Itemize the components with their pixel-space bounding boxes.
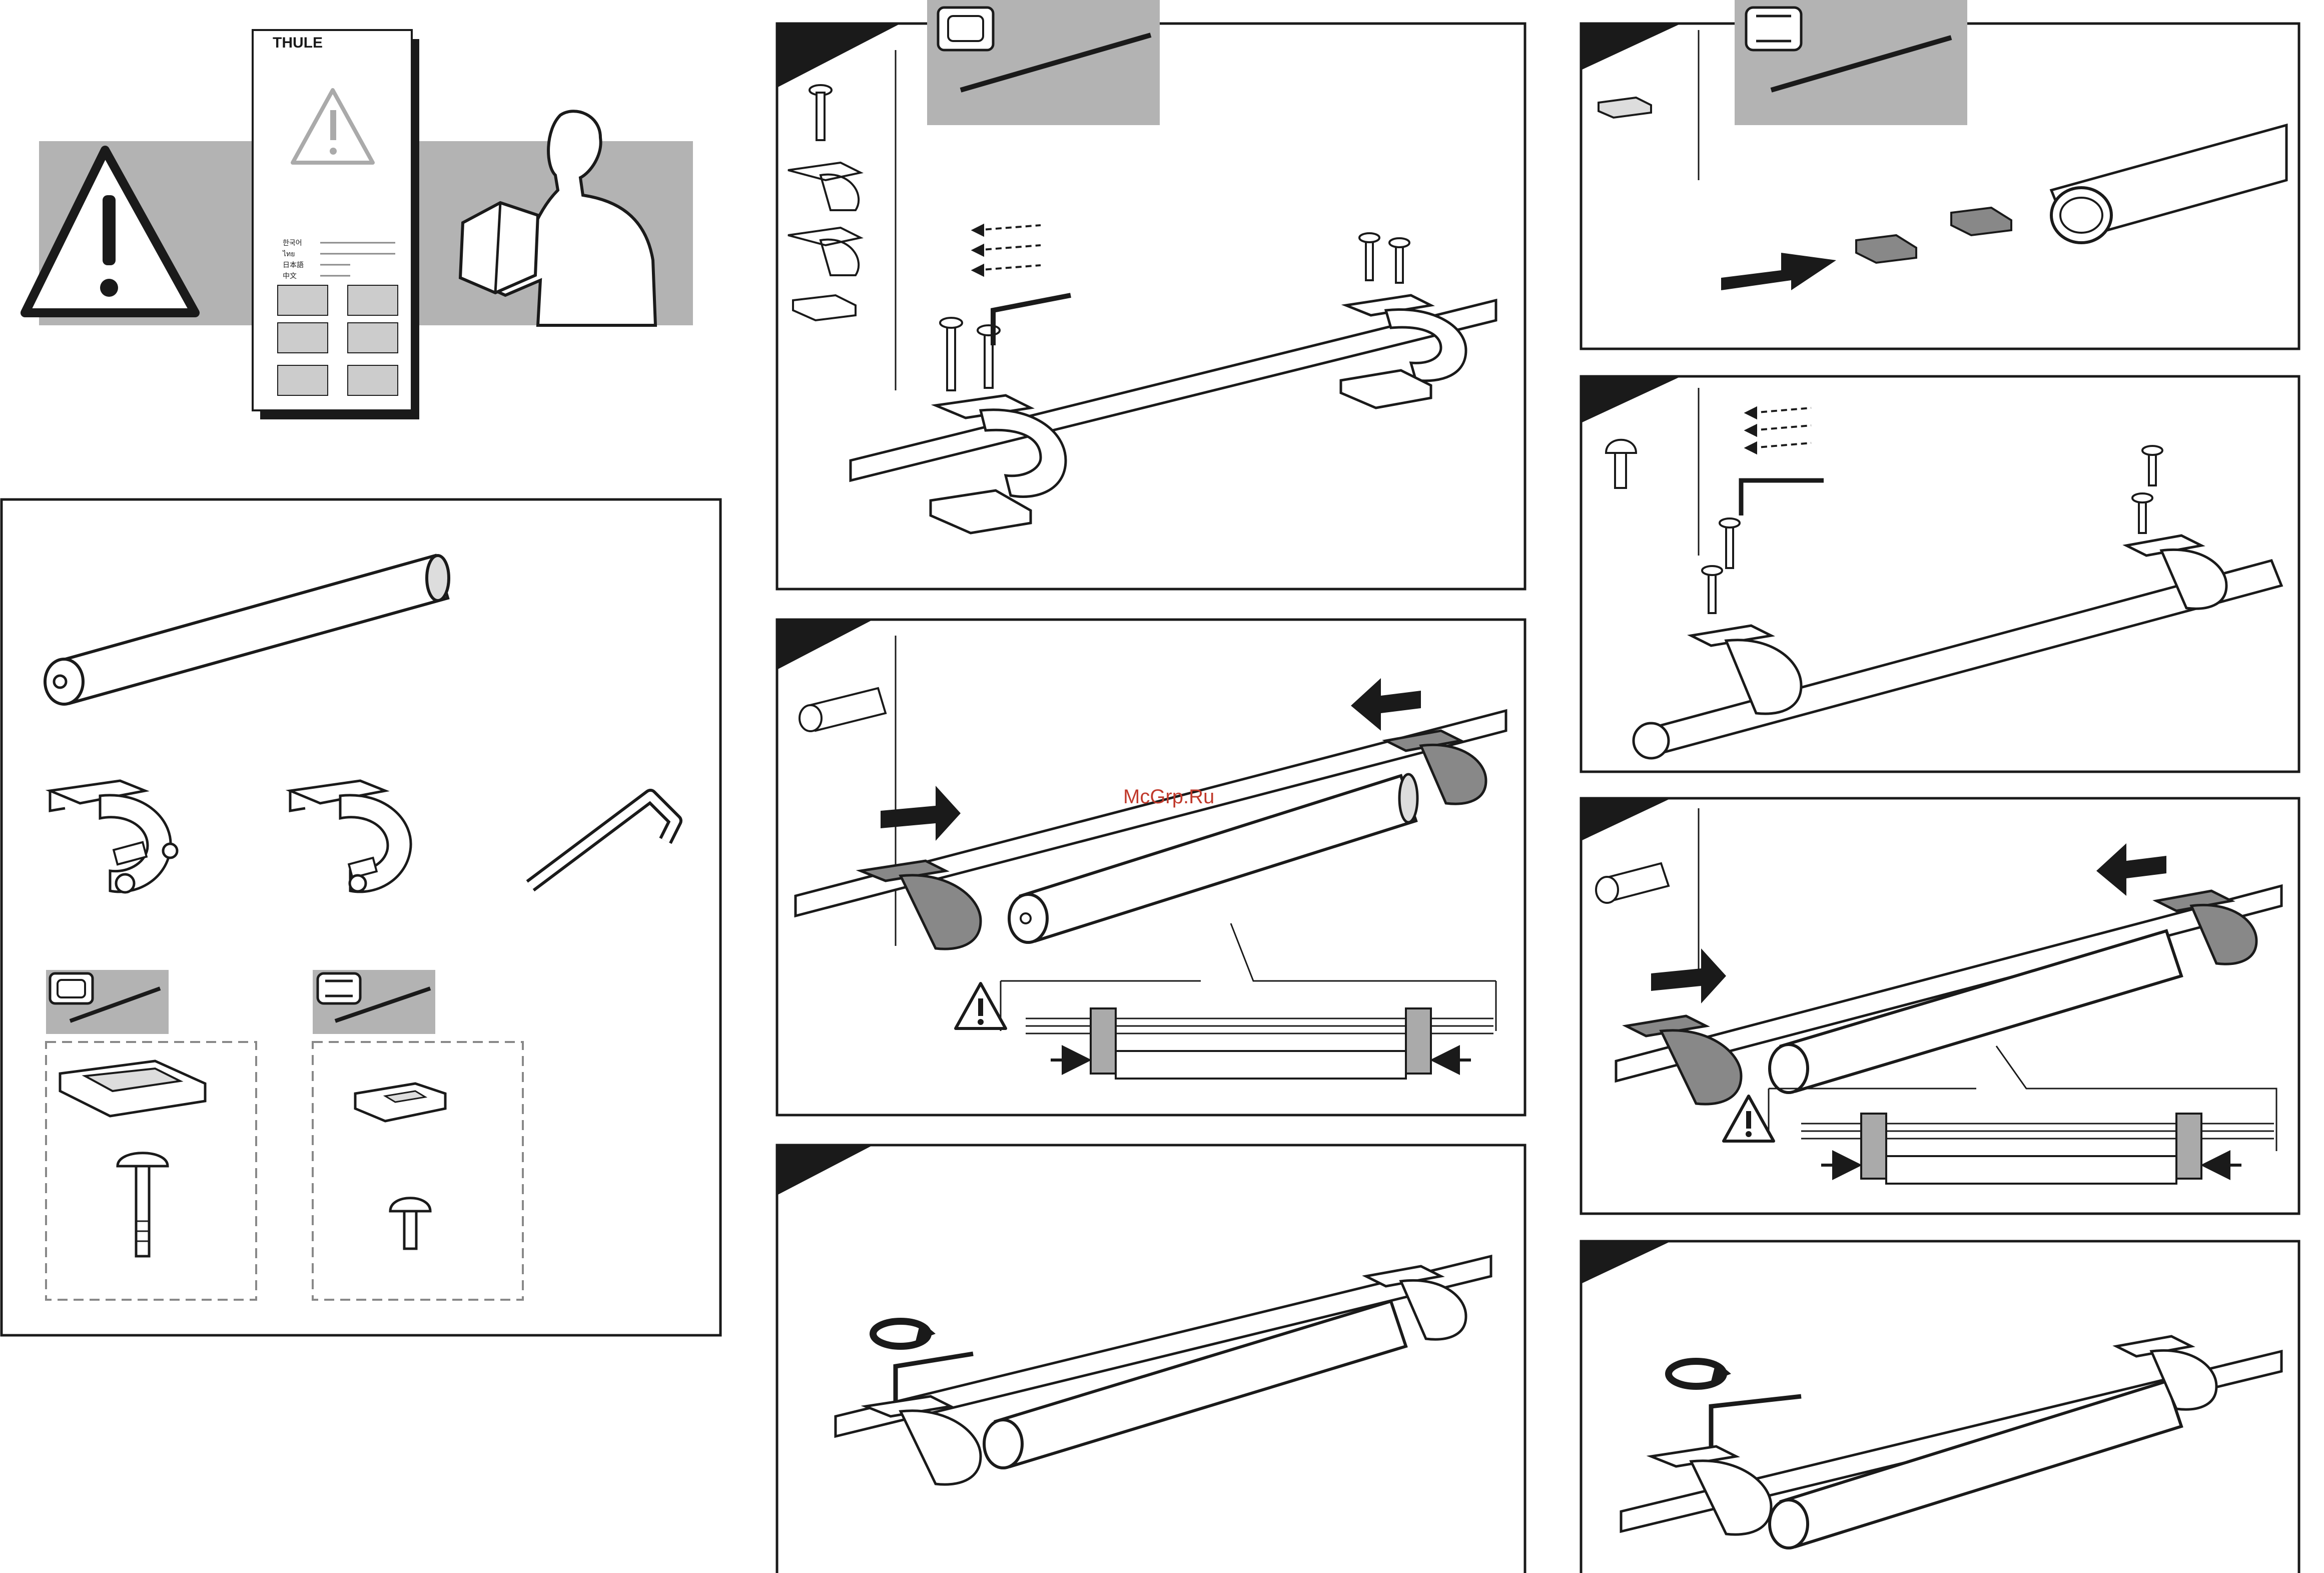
booklet-line: 日本語 — [283, 261, 304, 269]
step-corner-tab — [1581, 798, 1671, 841]
step-corner-tab — [777, 24, 901, 88]
warning-triangle-icon — [1724, 1096, 1774, 1141]
rotate-arrow-icon — [1669, 1361, 1731, 1386]
rotate-arrow-icon — [873, 1321, 936, 1346]
booklet-line: 한국어 — [283, 239, 302, 247]
step-panel-A — [777, 0, 1525, 589]
parts-list-panel — [2, 499, 720, 1335]
brand-logo: THULE — [273, 35, 323, 51]
push-arrow-icon — [881, 786, 961, 841]
step-corner-tab — [777, 1145, 873, 1195]
airflow-arrows-icon — [973, 225, 1041, 275]
step-panel-B: McGrp.Ru — [777, 620, 1525, 1115]
step-panel-D — [1581, 0, 2299, 349]
warning-triangle-icon — [956, 983, 1006, 1028]
step-panel-G — [1581, 1241, 2299, 1573]
step-corner-tab — [1581, 376, 1681, 423]
read-instructions-panel: THULE 한국어 ไทย 日本語 中文 — [25, 30, 693, 419]
step-corner-tab — [777, 620, 873, 670]
push-arrow-icon — [1351, 678, 1421, 731]
step-panel-E — [1581, 376, 2299, 772]
booklet-line: ไทย — [282, 250, 295, 258]
t-track-bar-variant — [313, 970, 435, 1034]
step-panel-C — [777, 1145, 1525, 1573]
bolt-icon — [1606, 440, 1636, 488]
watermark-text: McGrp.Ru — [1123, 786, 1214, 808]
push-arrow-icon — [1651, 948, 1726, 1003]
airflow-arrows-icon — [1746, 408, 1811, 453]
step-corner-tab — [1581, 1241, 1671, 1284]
instruction-booklet: THULE 한국어 ไทย 日本語 中文 — [253, 30, 419, 419]
square-bar-variant — [46, 970, 169, 1034]
booklet-line: 中文 — [283, 272, 297, 280]
push-arrow-icon — [2096, 843, 2166, 896]
push-arrow-icon — [1721, 253, 1836, 290]
step-panel-F — [1581, 798, 2299, 1214]
bolt-icon — [810, 85, 832, 140]
step-corner-tab — [1581, 24, 1681, 70]
